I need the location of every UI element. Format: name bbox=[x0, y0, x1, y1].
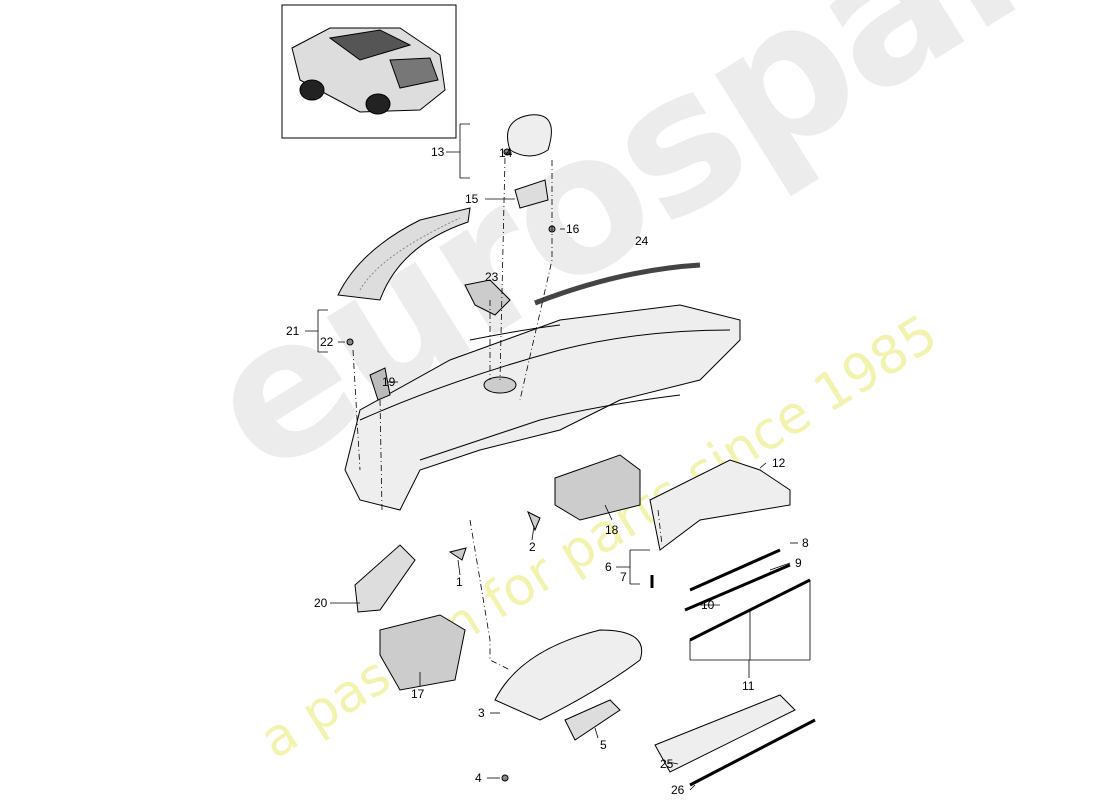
part-label: 5 bbox=[600, 738, 607, 752]
part-label: 11 bbox=[742, 679, 755, 693]
part-label: 10 bbox=[701, 598, 715, 612]
part-label: 21 bbox=[286, 324, 300, 338]
part-25 bbox=[654, 694, 796, 773]
part-label: 25 bbox=[660, 757, 674, 771]
part-label: 26 bbox=[671, 783, 685, 797]
part-22 bbox=[346, 338, 354, 346]
part-23 bbox=[464, 279, 511, 316]
part-label: 2 bbox=[529, 540, 536, 554]
part-26 bbox=[689, 718, 816, 787]
part-19 bbox=[369, 367, 391, 401]
part-label: 13 bbox=[431, 145, 445, 159]
part-label: 7 bbox=[620, 570, 627, 584]
part-label: 23 bbox=[485, 270, 499, 284]
part-5 bbox=[564, 699, 621, 741]
part-label: 16 bbox=[566, 222, 580, 236]
part-label: 8 bbox=[802, 536, 809, 550]
part-label: 4 bbox=[475, 771, 482, 785]
part-label: 1 bbox=[456, 575, 463, 589]
part-3 bbox=[494, 629, 642, 721]
part-label: 22 bbox=[320, 335, 334, 349]
vehicle-thumbnail bbox=[291, 27, 446, 115]
part-10 bbox=[684, 563, 791, 612]
part-label: 3 bbox=[478, 706, 485, 720]
part-21 bbox=[337, 207, 471, 301]
part-14 bbox=[503, 148, 511, 156]
part-18 bbox=[554, 454, 641, 521]
part-label: 12 bbox=[772, 456, 786, 470]
part-9 bbox=[689, 548, 781, 592]
part-2 bbox=[527, 510, 541, 532]
part-15 bbox=[514, 179, 549, 209]
part-label: 20 bbox=[314, 596, 328, 610]
part-label: 15 bbox=[465, 192, 479, 206]
part-label: 18 bbox=[605, 523, 619, 537]
part-label: 6 bbox=[605, 560, 612, 574]
part-4 bbox=[501, 774, 509, 782]
part-label: 9 bbox=[795, 556, 802, 570]
vehicle-thumbnail-frame bbox=[281, 4, 457, 139]
part-24 bbox=[534, 262, 701, 306]
dashboard-carrier bbox=[344, 304, 741, 511]
part-1 bbox=[448, 547, 467, 561]
part-label: 19 bbox=[382, 375, 396, 389]
part-12 bbox=[649, 459, 791, 551]
part-13 bbox=[507, 114, 552, 157]
part-17 bbox=[379, 614, 466, 691]
part-label: 17 bbox=[411, 687, 425, 701]
part-label: 14 bbox=[499, 146, 513, 160]
part-20 bbox=[354, 544, 416, 613]
part-label: 24 bbox=[635, 234, 649, 248]
